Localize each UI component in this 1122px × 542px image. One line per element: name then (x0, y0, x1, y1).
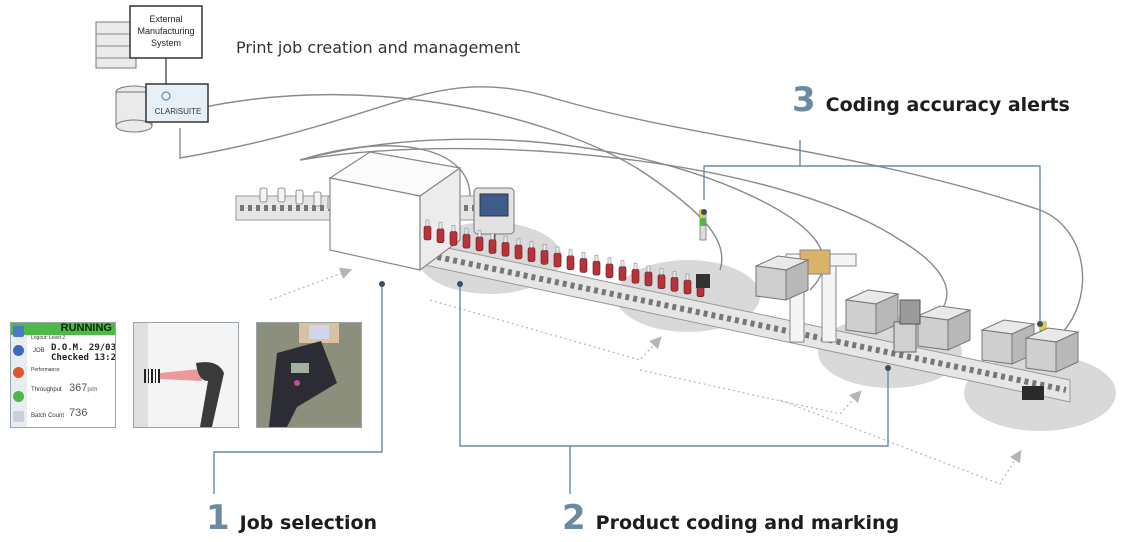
bottle-neck (516, 238, 521, 246)
info-icon (13, 345, 24, 356)
coded-bottle (423, 225, 432, 241)
bottle-neck (464, 227, 469, 235)
coded-bottle (514, 244, 523, 260)
home-icon (13, 326, 24, 337)
step-1-label: 1 Job selection (206, 498, 377, 538)
bottle-neck (568, 249, 573, 256)
bottle-neck (425, 219, 430, 227)
case-front (845, 299, 877, 335)
logout-text: Logout: Level 2 (31, 335, 66, 341)
case-side (785, 259, 809, 301)
job-line-2: Checked 13:2 (51, 353, 116, 363)
bottle-neck (633, 262, 638, 270)
bottle-neck (451, 225, 456, 232)
server-label-box (129, 5, 203, 59)
case-side (1055, 331, 1079, 373)
coded-bottle (579, 258, 588, 273)
coded-bottle (618, 266, 627, 281)
batch-count-label: Batch Count (31, 413, 65, 419)
step-3-label: 3 Coding accuracy alerts (792, 80, 1070, 120)
coded-bottle (657, 274, 666, 289)
coded-bottle (631, 268, 640, 284)
coded-bottle (566, 255, 575, 270)
bottle-neck (477, 230, 482, 238)
hmi-sidebar (11, 335, 27, 427)
job-line-1: D.O.M. 29/03 (51, 343, 116, 353)
bottle-neck (542, 244, 547, 251)
performance-label: Performance (31, 367, 60, 373)
case-front (755, 265, 787, 301)
coded-bottle (644, 271, 653, 287)
bottle-neck (555, 246, 560, 254)
step-2-text: Product coding and marking (595, 512, 900, 534)
throughput-label: Throughput (31, 387, 62, 393)
start-icon (13, 391, 24, 402)
coded-bottle (670, 276, 679, 292)
coded-bottle (475, 236, 484, 252)
coded-bottle (488, 239, 497, 254)
batch-count-value: 736 (69, 407, 88, 419)
bottle-neck (490, 233, 495, 240)
bottle-neck (672, 271, 677, 278)
coded-bottle (462, 233, 471, 249)
status-text: RUNNING (60, 322, 112, 334)
case-coder (893, 299, 921, 353)
software-label: CLARiSUITE (155, 107, 202, 116)
callout-lines (213, 140, 1041, 494)
server-label-line-3: System (151, 38, 181, 48)
bottle-neck (646, 265, 651, 273)
flow-arrows (269, 267, 1022, 485)
coded-bottle (683, 279, 692, 295)
hmi-screen-thumbnail: RUNNING Logout: Level 2 JOB D.O.M. 29/03… (10, 322, 116, 428)
step-2-label: 2 Product coding and marking (562, 498, 899, 538)
bottle-neck (685, 273, 690, 281)
bottle-neck (529, 241, 534, 248)
bottle-neck (438, 222, 443, 229)
stack-light-1 (696, 209, 710, 288)
status-bar (11, 323, 115, 335)
network-cables (179, 86, 1084, 336)
coded-bottle (553, 252, 562, 268)
server-label-line-1: External (149, 14, 182, 24)
coded-bottle (501, 241, 510, 257)
coded-bottle (527, 247, 536, 262)
shipping-cases (754, 255, 1080, 373)
filling-machine (328, 151, 462, 272)
step-3-number: 3 (792, 80, 816, 120)
stop-icon (13, 367, 24, 378)
print-job-caption: Print job creation and management (236, 38, 521, 57)
server-label-line-2: Manufacturing (137, 26, 194, 36)
job-label: JOB (33, 348, 45, 354)
coded-bottle (540, 250, 549, 265)
handheld-scanner-thumbnail (256, 322, 362, 428)
coded-bottle (605, 263, 614, 279)
step-2-number: 2 (562, 498, 586, 538)
barcode-scanner-thumbnail (133, 322, 239, 428)
step-1-number: 1 (206, 498, 230, 538)
case-front (981, 329, 1013, 365)
coded-bottle (436, 228, 445, 243)
case-side (947, 309, 971, 351)
step-3-text: Coding accuracy alerts (825, 94, 1070, 116)
throughput-value: 367p/m (69, 382, 98, 394)
callout-dots (379, 209, 1043, 371)
bottle-neck (581, 252, 586, 259)
coded-bottle (449, 231, 458, 246)
bottle-neck (503, 235, 508, 243)
case-front (1025, 337, 1057, 373)
bottle-neck (594, 254, 599, 262)
bottle-neck (659, 268, 664, 275)
case-front (917, 315, 949, 351)
step-1-text: Job selection (239, 512, 378, 534)
bottle-neck (607, 257, 612, 265)
printer-icon (13, 411, 24, 422)
software-label-box (145, 83, 209, 123)
coded-bottle (592, 260, 601, 276)
bottle-neck (620, 260, 625, 267)
